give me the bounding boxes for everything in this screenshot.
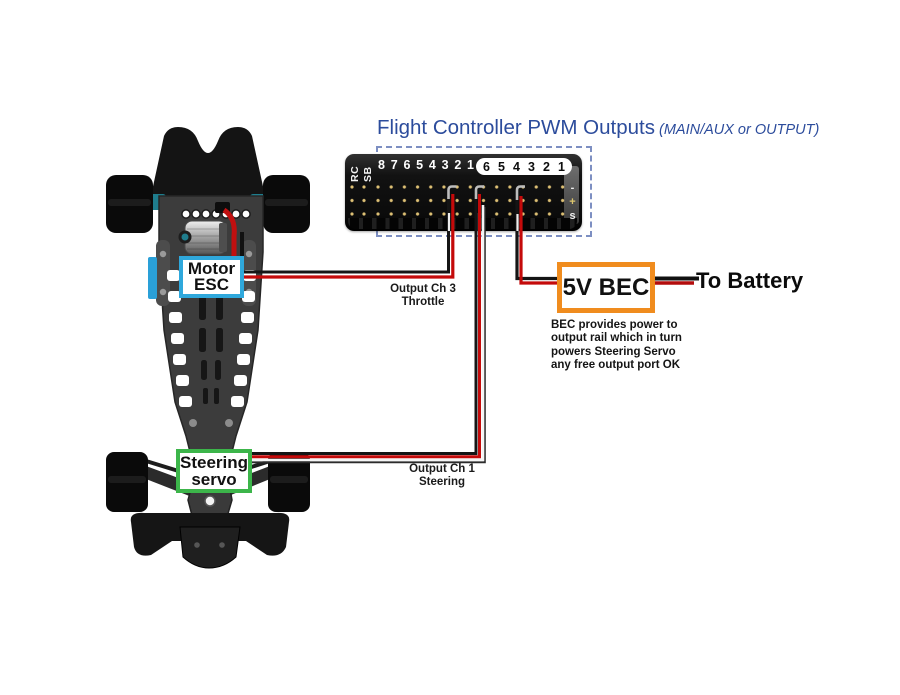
aux-ch-3: 3	[528, 159, 535, 174]
motor-red-wire	[222, 207, 237, 260]
bec-note-line4: any free output port OK	[551, 359, 681, 372]
to-battery-label: To Battery	[696, 268, 804, 293]
steering-servo-line1: Steering	[180, 453, 249, 472]
throttle-line1: Output Ch 3	[390, 283, 456, 295]
title-sub: (MAIN/AUX or OUTPUT)	[658, 122, 820, 138]
aux-channel-numbers: 6 5 4 3 2 1	[476, 158, 572, 175]
steering-line1: Output Ch 1	[409, 463, 475, 475]
steering-line2: Steering	[418, 476, 465, 488]
main-channel-numbers: 8 7 6 5 4 3 2 1	[378, 158, 474, 172]
aux-ch-4: 4	[513, 159, 520, 174]
rail-pin-symbols: - + s	[566, 181, 579, 223]
car-top-holes	[181, 209, 251, 219]
main-ch-1: 1	[467, 158, 474, 172]
main-ch-8: 8	[378, 158, 385, 172]
board-rc-sb-labels: RC SB	[349, 156, 374, 182]
car-rear-wheel-right	[263, 175, 310, 233]
car-front-bumper	[130, 512, 290, 556]
motor-esc-label: Motor ESC	[179, 256, 244, 298]
main-ch-2: 2	[454, 158, 462, 172]
bec-note-line1: BEC provides power to	[551, 319, 678, 331]
board-label-sb: SB	[362, 166, 374, 182]
main-ch-6: 6	[403, 158, 411, 172]
rail-minus: -	[570, 182, 575, 194]
car-right-hub	[250, 194, 266, 210]
car-teal-strip	[148, 257, 157, 299]
wire-bec-to-battery	[654, 276, 699, 285]
car-center-slots	[199, 296, 223, 404]
car-rear-wheel-left	[106, 175, 153, 233]
steering-wire-label: Output Ch 1 Steering	[381, 463, 503, 489]
car-left-hub	[150, 194, 166, 210]
bec-note-line3: powers Steering Servo	[551, 345, 676, 358]
car-left-rail	[156, 240, 170, 306]
car-front-wheel-right	[268, 452, 310, 512]
steering-servo-label: Steering servo	[176, 449, 252, 493]
car-front-wheel-left	[106, 452, 148, 512]
rc-car	[106, 127, 310, 569]
motor-wire-connector	[215, 202, 230, 213]
motor-esc-line2: ESC	[194, 275, 229, 294]
steering-servo-line2: servo	[191, 470, 237, 489]
page-title: Flight Controller PWM Outputs(MAIN/AUX o…	[377, 116, 819, 140]
rail-signal: s	[569, 210, 576, 222]
throttle-wire-label: Output Ch 3 Throttle	[362, 283, 484, 309]
car-rear-wing	[150, 127, 266, 203]
title-main: Flight Controller PWM Outputs	[377, 116, 655, 139]
pin-grid-left	[349, 184, 374, 222]
flight-controller-pwm-board: RC SB 8 7 6 5 4 3 2 1 6 5 4 3 2 1 - + s	[345, 154, 582, 231]
aux-ch-1: 1	[558, 159, 565, 174]
aux-ch-6: 6	[483, 159, 490, 174]
bec-label: 5V BEC	[557, 262, 655, 313]
car-front-nose	[179, 526, 241, 569]
aux-ch-2: 2	[543, 159, 550, 174]
bec-note-line2: output rail which in turn	[551, 332, 682, 345]
car-right-rail	[242, 240, 256, 306]
car-rear-axle-bar	[150, 197, 264, 207]
car-motor	[178, 220, 227, 255]
board-label-rc: RC	[349, 165, 361, 182]
main-ch-7: 7	[390, 158, 398, 172]
bec-note: BEC provides power to output rail which …	[551, 319, 682, 373]
rail-plus: +	[569, 196, 576, 208]
pin-grid	[375, 184, 571, 222]
aux-ch-5: 5	[498, 159, 505, 174]
main-ch-4: 4	[428, 158, 436, 172]
bec-text: 5V BEC	[562, 273, 650, 301]
main-ch-5: 5	[416, 158, 424, 172]
main-ch-3: 3	[441, 158, 449, 172]
connector-teeth	[348, 218, 577, 229]
throttle-line2: Throttle	[401, 296, 445, 308]
